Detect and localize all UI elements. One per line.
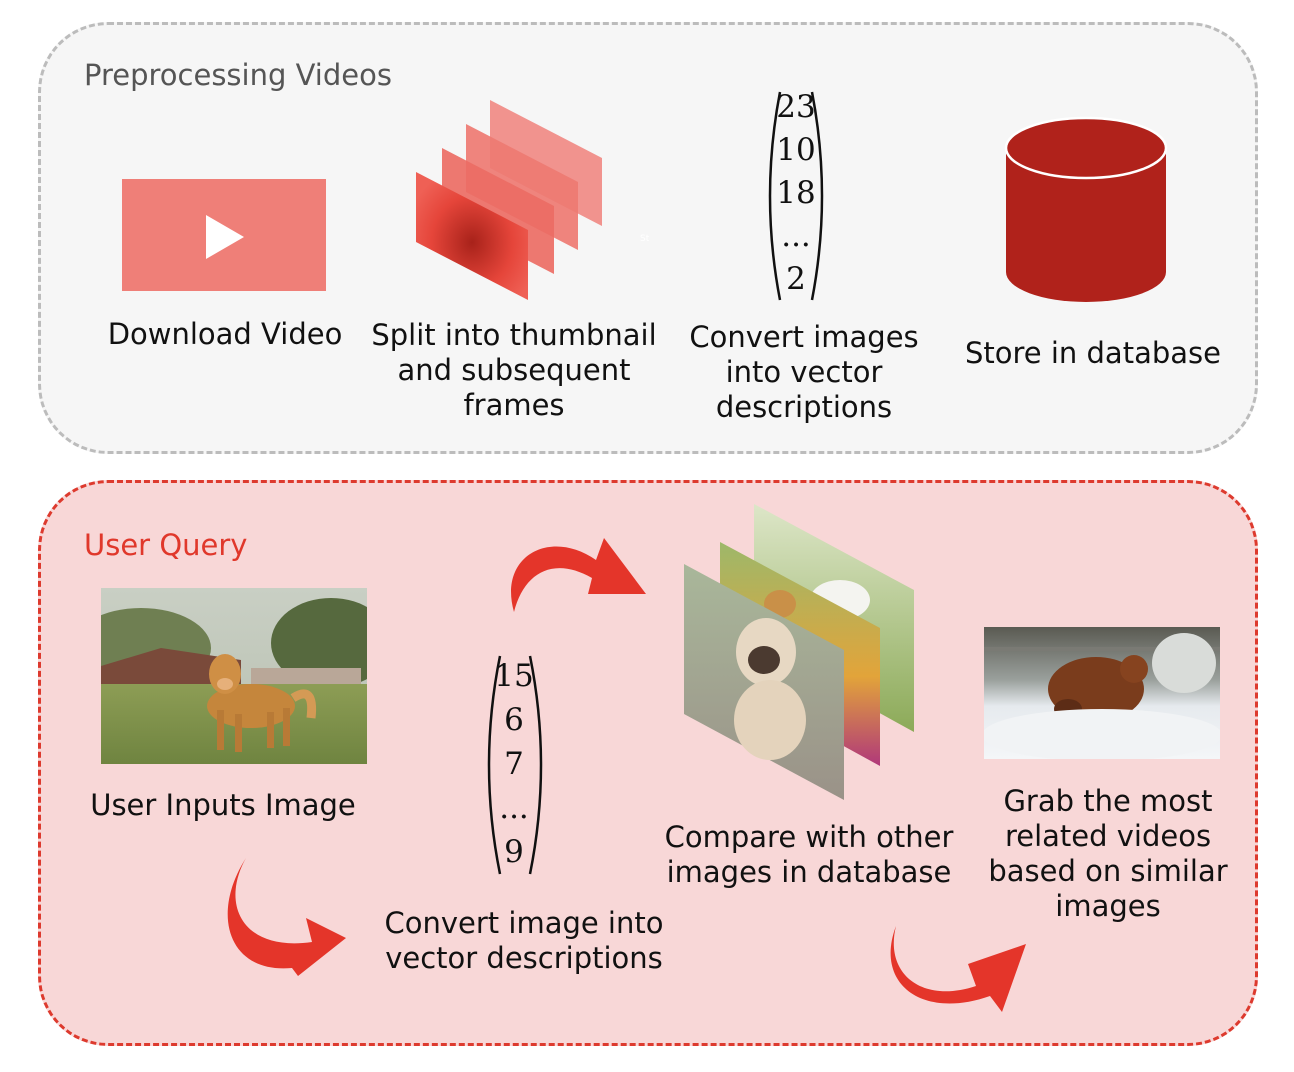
split-frames-label: Split into thumbnail and subsequent fram…	[371, 318, 657, 422]
video-play-icon	[122, 179, 326, 291]
frames-stray-text: St	[640, 234, 650, 244]
vector-brackets-icon	[487, 655, 543, 875]
vector-value: 10	[776, 132, 816, 168]
preprocessing-title: Preprocessing Videos	[84, 58, 392, 92]
query-vector: 15 6 7 ... 9	[488, 654, 540, 874]
vector-brackets-icon	[768, 91, 824, 301]
preprocessing-vector: 23 10 18 ... 2	[770, 86, 822, 301]
vector-value: ...	[499, 790, 529, 826]
stacked-photos-icon	[684, 504, 914, 800]
curved-arrow-icon	[890, 926, 1026, 1012]
convert-images-label: Convert images into vector descriptions	[689, 320, 919, 424]
vector-value: ...	[781, 218, 811, 254]
curved-arrow-icon	[227, 858, 346, 976]
grab-videos-label: Grab the most related videos based on si…	[988, 784, 1228, 923]
store-database-label: Store in database	[965, 336, 1221, 370]
vector-value: 23	[776, 89, 816, 125]
user-query-title: User Query	[84, 528, 248, 562]
vector-value: 2	[786, 261, 806, 297]
vector-value: 18	[776, 175, 816, 211]
user-inputs-image-label: User Inputs Image	[90, 788, 356, 822]
vector-value: 7	[504, 746, 524, 782]
vector-value: 6	[504, 702, 524, 738]
curved-arrow-icon	[511, 538, 646, 612]
download-video-label: Download Video	[107, 317, 343, 351]
snow-dog-photo-icon	[984, 627, 1220, 759]
vector-value: 15	[494, 658, 534, 694]
vector-value: 9	[504, 834, 524, 870]
dog-photo-icon	[101, 588, 367, 764]
stacked-frames-icon	[416, 100, 602, 300]
database-cylinder-icon	[1004, 116, 1168, 302]
convert-image-label: Convert image into vector descriptions	[384, 906, 664, 975]
compare-images-label: Compare with other images in database	[664, 820, 954, 889]
